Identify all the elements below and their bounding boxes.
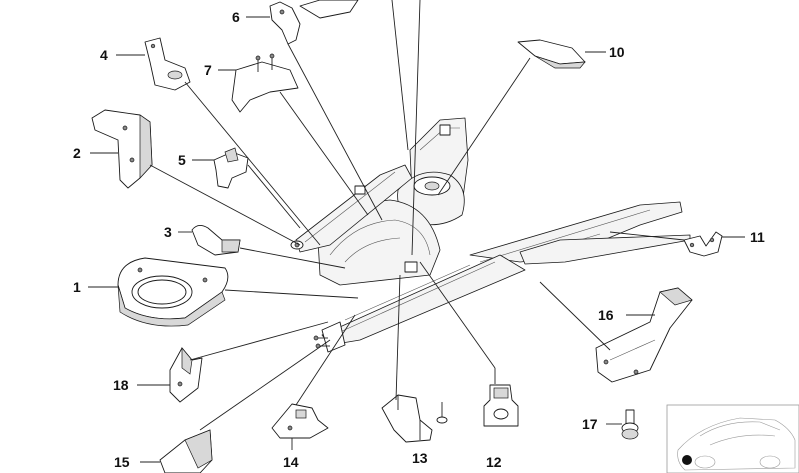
callout-15: 15 [114, 454, 130, 470]
front-frame-assembly [290, 117, 691, 353]
callout-17: 17 [582, 416, 598, 432]
callout-14: 14 [283, 454, 299, 470]
callout-3: 3 [164, 224, 172, 240]
callout-4: 4 [100, 47, 108, 63]
callout-2: 2 [73, 145, 81, 161]
callout-16: 16 [598, 307, 614, 323]
part-7-bracket [231, 53, 299, 113]
part-18-bracket [169, 347, 203, 403]
part-5-clip [213, 147, 249, 189]
part-10-shield [517, 39, 586, 69]
part-6-bracket [269, 0, 359, 45]
leader-lines [88, 0, 745, 463]
callout-12: 12 [486, 454, 502, 470]
part-14-plate [271, 403, 329, 439]
callout-18: 18 [113, 377, 129, 393]
part-11-bracket [683, 231, 723, 257]
callout-1: 1 [73, 279, 81, 295]
part-13-bracket [381, 394, 448, 443]
part-15-bracket [159, 429, 213, 473]
part-1-wheel-tray [117, 257, 229, 327]
location-dot-icon [682, 455, 692, 465]
callout-labels: 1 2 3 4 5 6 7 10 11 12 13 14 15 16 17 18 [73, 9, 765, 470]
callout-11: 11 [750, 229, 765, 245]
callout-7: 7 [204, 62, 212, 78]
car-thumbnail-icon [666, 404, 799, 473]
part-12-bracket [483, 384, 519, 427]
part-4-bracket [144, 37, 191, 91]
part-2-bracket [91, 109, 153, 189]
part-3-plate [191, 225, 241, 256]
callout-13: 13 [412, 450, 428, 466]
callout-5: 5 [178, 152, 186, 168]
part-17-bolt [621, 409, 639, 440]
callout-10: 10 [609, 44, 625, 60]
part-16-support [595, 287, 693, 383]
callout-6: 6 [232, 9, 240, 25]
